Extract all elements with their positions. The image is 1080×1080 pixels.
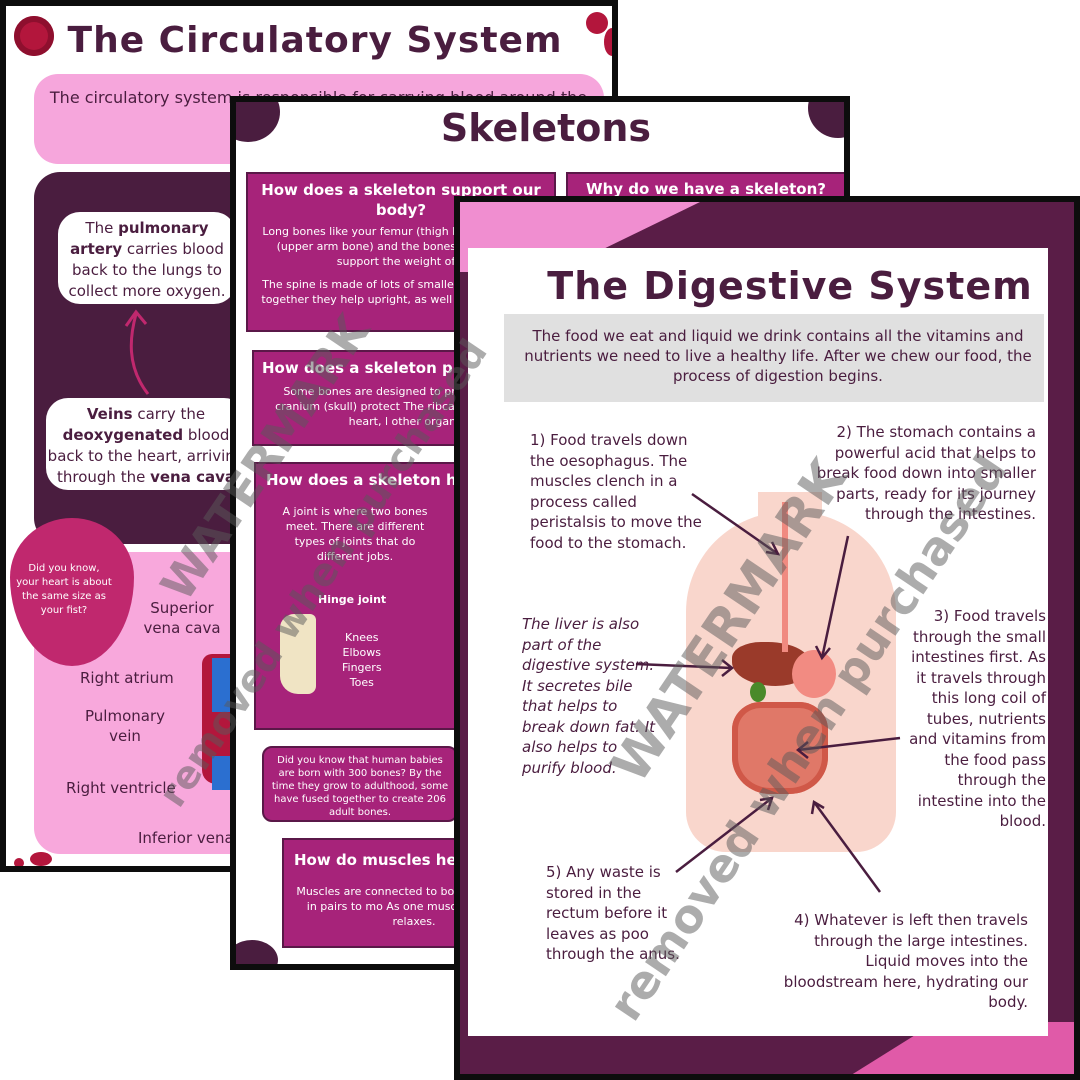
step-2-text: 2) The stomach contains a powerful acid …	[816, 423, 1036, 523]
step-5-text: 5) Any waste is stored in the rectum bef…	[546, 863, 680, 963]
body-silhouette	[758, 492, 822, 532]
hinge-label: Hinge joint	[318, 593, 387, 606]
blood-cell-icon	[14, 858, 24, 866]
blood-cell-icon	[586, 12, 608, 34]
label-pulmonary-vein: Pulmonary vein	[85, 707, 165, 745]
arrow-up-icon	[124, 309, 150, 395]
protect-heading: How does a skeleton pro	[262, 359, 471, 377]
gallbladder-illustration	[750, 682, 766, 702]
support-heading: How does a skeleton support our body?	[261, 181, 541, 219]
blood-cell-icon	[14, 16, 54, 56]
label-superior-vena-cava: Superior vena cava	[143, 599, 221, 637]
blood-cell-icon	[604, 28, 612, 56]
step-1-text: 1) Food travels down the oesophagus. The…	[530, 431, 702, 552]
heart-shape	[10, 518, 134, 666]
veins-bubble: Veins carry the deoxygenated blood back …	[46, 398, 246, 490]
liver-text: The liver is also part of the digestive …	[522, 615, 656, 777]
pulmonary-artery-bubble: The pulmonary artery carries blood back …	[58, 212, 236, 304]
label-right-ventricle: Right ventricle	[66, 779, 176, 797]
label-inferior-vena: Inferior vena	[138, 829, 234, 847]
vena-cava-illustration	[212, 658, 230, 712]
page-title: Skeletons	[440, 106, 652, 150]
digestive-poster: The Digestive System The food we eat and…	[454, 196, 1080, 1080]
step-3-text: 3) Food travels through the small intest…	[909, 607, 1046, 830]
corner-blob	[236, 940, 278, 964]
joints-body: A joint is where two bones meet. There a…	[282, 505, 428, 563]
oesophagus-illustration	[782, 502, 788, 652]
babies-fact: Did you know that human babies are born …	[271, 755, 449, 818]
intro-text: The food we eat and liquid we drink cont…	[524, 327, 1032, 385]
page-title: The Digestive System	[547, 264, 1033, 308]
blood-cell-icon	[30, 852, 52, 866]
why-heading: Why do we have a skeleton?	[586, 180, 826, 198]
muscles-heading: How do muscles hel	[294, 851, 462, 869]
intro-box	[504, 314, 1044, 402]
page-title: The Circulatory System	[67, 20, 563, 61]
stomach-illustration	[792, 650, 836, 698]
heart-fact: Did you know, your heart is about the sa…	[16, 563, 112, 616]
knee-bone-illustration	[280, 614, 316, 694]
babies-fact-box: Did you know that human babies are born …	[262, 746, 458, 822]
step-4-text: 4) Whatever is left then travels through…	[783, 911, 1028, 1011]
label-right-atrium: Right atrium	[80, 669, 174, 687]
pointer-arrows	[635, 492, 901, 893]
hinge-list: Knees Elbows Fingers Toes	[342, 631, 382, 689]
vena-cava-illustration	[212, 756, 230, 790]
joints-heading: How does a skeleton he	[266, 471, 467, 489]
